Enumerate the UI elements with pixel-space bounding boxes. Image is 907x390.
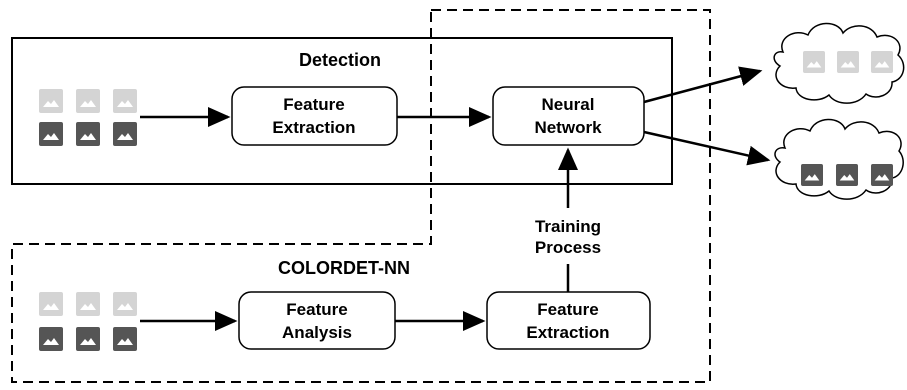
image-icon-light [803,51,825,73]
cloud-icon [774,118,904,200]
top-input-images [39,89,137,146]
training-process-line1: Training [535,217,601,236]
image-icon-light [837,51,859,73]
image-icon-light [113,89,137,113]
bottom-input-images [39,292,137,351]
detection-container [11,37,673,185]
image-icon-dark [39,122,63,146]
neural-network-line2: Network [534,118,602,137]
arrow-neural-network-to-dark-cloud [643,130,771,166]
neural-network-line1: Neural [542,95,595,114]
image-icon-light [113,292,137,316]
image-icon-light [871,51,893,73]
image-icon-dark [39,327,63,351]
image-icon-dark [871,164,893,186]
image-icon-dark [76,122,100,146]
image-icon-dark [801,164,823,186]
feature-extraction-top-line1: Feature [283,95,344,114]
colordet-nn-container [11,9,711,383]
neural-network-node: Neural Network [492,86,645,146]
image-icon-light [76,89,100,113]
colordet-nn-title: COLORDET-NN [278,258,410,278]
feature-extraction-bottom-line1: Feature [537,300,598,319]
image-icon-dark [113,327,137,351]
feature-extraction-top-node: Feature Extraction [231,86,398,146]
feature-analysis-line2: Analysis [282,323,352,342]
detection-title: Detection [299,50,381,70]
feature-analysis-line1: Feature [286,300,347,319]
image-icon-light [39,292,63,316]
feature-extraction-bottom-node: Feature Extraction [486,291,651,350]
feature-analysis-node: Feature Analysis [238,291,396,350]
feature-extraction-top-line2: Extraction [272,118,355,137]
cloud-icon [773,22,905,104]
image-icon-light [39,89,63,113]
image-icon-dark [113,122,137,146]
image-icon-light [76,292,100,316]
training-process-line2: Process [535,238,601,257]
feature-extraction-bottom-line2: Extraction [526,323,609,342]
image-icon-dark [76,327,100,351]
arrow-neural-network-to-light-cloud [643,66,763,104]
image-icon-dark [836,164,858,186]
